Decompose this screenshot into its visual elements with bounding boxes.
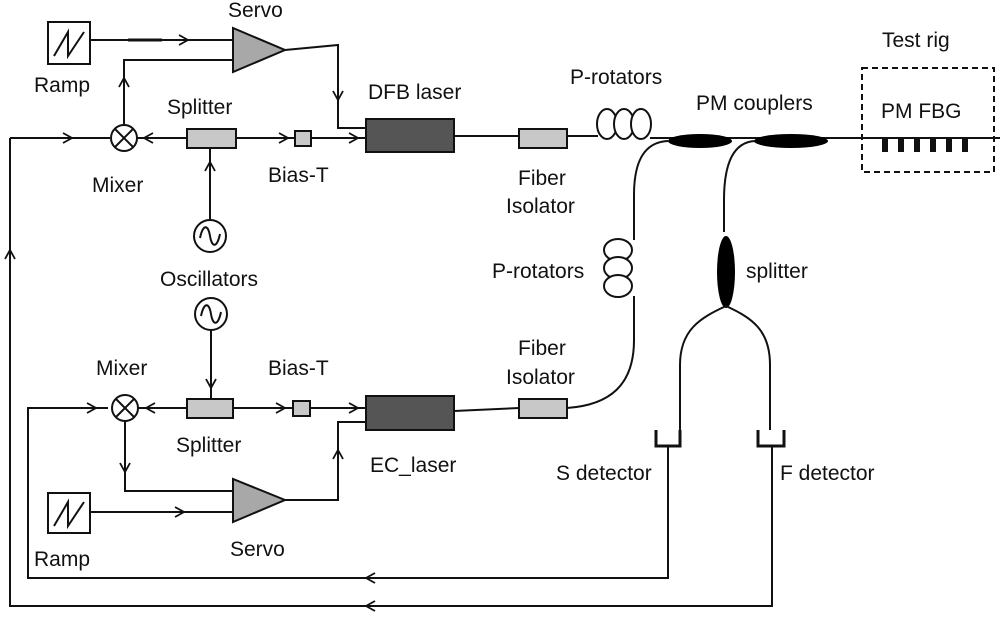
fiber-splitter-label: splitter [746, 260, 808, 283]
f-detector [756, 430, 786, 448]
fiber-label-bottom: Fiber [518, 337, 566, 360]
f-detector-label: F detector [780, 462, 875, 485]
servo-amplifier-top [232, 26, 288, 74]
ramp-generator-bottom [47, 492, 91, 534]
servo-amplifier-bottom [232, 477, 288, 524]
s-detector-feedback-line [27, 407, 669, 579]
oscillator-top [193, 219, 227, 253]
ramp-generator-top [47, 21, 91, 65]
mixer-label-bottom: Mixer [96, 357, 147, 380]
p-rotators-label-top: P-rotators [570, 66, 662, 89]
mixer-to-servo-line-bottom [124, 421, 232, 492]
fiber-label-top: Fiber [518, 167, 566, 190]
coupler2-branch-line [723, 140, 756, 232]
ramp-label-bottom: Ramp [34, 548, 90, 571]
servo-to-ec-line [285, 421, 366, 501]
dfb-laser [365, 118, 455, 153]
splitter-to-s-detector [679, 305, 727, 430]
s-detector [654, 430, 682, 448]
ec-to-isolator [453, 407, 520, 412]
coupler1-branch-line [633, 140, 669, 240]
splitter-label-bottom: Splitter [176, 434, 241, 457]
ramp-label-top: Ramp [34, 74, 90, 97]
pm-couplers-label: PM couplers [696, 92, 813, 115]
pm-coupler-1 [668, 134, 732, 148]
splitter-label-top: Splitter [167, 96, 232, 119]
fiber-splitter [717, 236, 735, 308]
pm-fbg-label: PM FBG [881, 100, 962, 123]
test-rig-box [861, 67, 995, 173]
test-rig-label: Test rig [882, 29, 950, 52]
servo-label-top: Servo [228, 0, 283, 22]
splitter-bottom [186, 398, 234, 419]
pm-fbg-gratings [882, 138, 968, 152]
bias-t-top [294, 130, 312, 147]
ec-laser [365, 395, 455, 431]
splitter-top [186, 128, 237, 149]
p-rotators-top [596, 108, 652, 140]
isolator-label-bottom: Isolator [506, 366, 575, 389]
ec-laser-label: EC_laser [370, 454, 456, 477]
bias-t-label-bottom: Bias-T [268, 357, 329, 380]
oscillator-bottom [194, 297, 228, 331]
servo-label-bottom: Servo [230, 538, 285, 561]
mixer-bottom [111, 394, 139, 422]
s-detector-label: S detector [556, 462, 652, 485]
protator-to-isolator-bottom [566, 296, 635, 409]
mixer-label-top: Mixer [92, 174, 143, 197]
fiber-isolator-bottom [518, 398, 568, 419]
servo-to-dfb-line [284, 43, 366, 129]
p-rotators-mid [603, 238, 633, 298]
pm-coupler-2 [754, 134, 828, 148]
dfb-laser-label: DFB laser [368, 81, 461, 104]
bias-t-bottom [292, 400, 311, 417]
oscillators-label: Oscillators [160, 268, 258, 291]
bias-t-label-top: Bias-T [268, 164, 329, 187]
isolator-label-top: Isolator [506, 195, 575, 218]
p-rotators-label-mid: P-rotators [492, 260, 584, 283]
fiber-isolator-top [518, 128, 568, 149]
splitter-to-f-detector [725, 305, 771, 430]
mixer-top [110, 124, 138, 152]
